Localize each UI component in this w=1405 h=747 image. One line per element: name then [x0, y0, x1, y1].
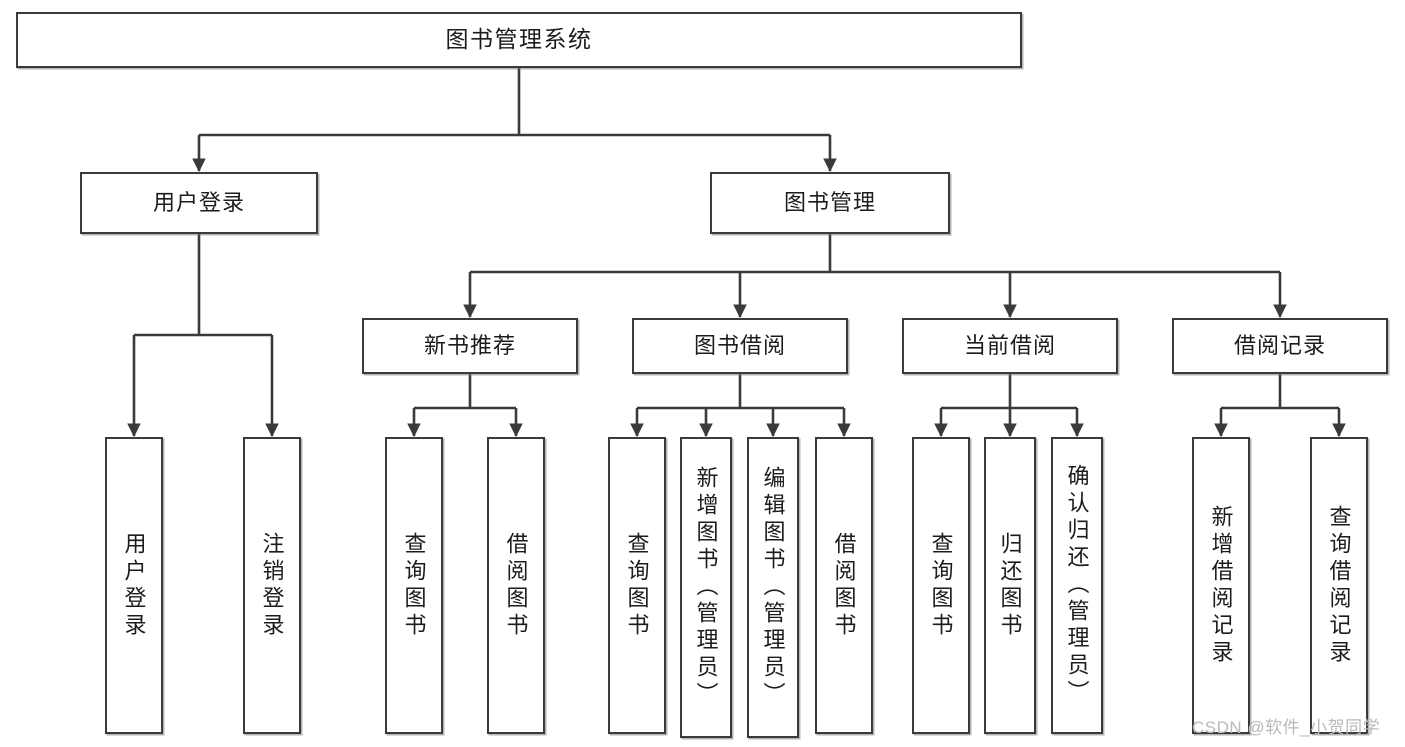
node-leaf-add-book-admin-label: 新增图书（管理员）	[693, 466, 719, 709]
watermark: CSDN @软件_小贺同学	[1192, 718, 1381, 737]
node-leaf-return-book[interactable]: 归还图书	[984, 437, 1036, 734]
node-book-manage[interactable]: 图书管理	[710, 172, 950, 234]
node-user-login-label: 用户登录	[152, 189, 245, 215]
node-leaf-add-book-admin[interactable]: 新增图书（管理员）	[680, 437, 732, 738]
node-new-book-recommend[interactable]: 新书推荐	[362, 318, 578, 374]
node-leaf-confirm-return-admin-label: 确认归还（管理员）	[1064, 464, 1090, 707]
node-leaf-query-book-3-label: 查询图书	[928, 531, 954, 640]
node-book-borrow[interactable]: 图书借阅	[632, 318, 848, 374]
node-current-borrow-label: 当前借阅	[963, 332, 1056, 358]
node-leaf-add-record[interactable]: 新增借阅记录	[1192, 437, 1250, 734]
node-leaf-query-book-3[interactable]: 查询图书	[912, 437, 970, 734]
node-book-borrow-label: 图书借阅	[693, 332, 786, 358]
node-leaf-query-book-2[interactable]: 查询图书	[608, 437, 666, 734]
node-book-manage-label: 图书管理	[783, 189, 876, 215]
node-borrow-record[interactable]: 借阅记录	[1172, 318, 1388, 374]
node-leaf-query-record[interactable]: 查询借阅记录	[1310, 437, 1368, 734]
node-leaf-confirm-return-admin[interactable]: 确认归还（管理员）	[1051, 437, 1103, 734]
node-root-label: 图书管理系统	[445, 26, 593, 53]
node-leaf-user-login-label: 用户登录	[121, 531, 147, 640]
node-leaf-add-record-label: 新增借阅记录	[1208, 504, 1234, 667]
node-leaf-edit-book-admin[interactable]: 编辑图书（管理员）	[747, 437, 799, 738]
node-borrow-record-label: 借阅记录	[1233, 332, 1326, 358]
node-leaf-query-record-label: 查询借阅记录	[1326, 504, 1352, 667]
node-leaf-logout-label: 注销登录	[259, 531, 285, 640]
node-current-borrow[interactable]: 当前借阅	[902, 318, 1118, 374]
node-leaf-borrow-book-1[interactable]: 借阅图书	[487, 437, 545, 734]
node-leaf-borrow-book-2[interactable]: 借阅图书	[815, 437, 873, 734]
node-leaf-edit-book-admin-label: 编辑图书（管理员）	[760, 466, 786, 709]
node-leaf-logout[interactable]: 注销登录	[243, 437, 301, 734]
node-user-login[interactable]: 用户登录	[80, 172, 318, 234]
node-leaf-query-book-1[interactable]: 查询图书	[385, 437, 443, 734]
node-new-book-recommend-label: 新书推荐	[423, 332, 516, 358]
node-leaf-borrow-book-2-label: 借阅图书	[831, 531, 857, 640]
node-root[interactable]: 图书管理系统	[16, 12, 1022, 68]
node-leaf-borrow-book-1-label: 借阅图书	[503, 531, 529, 640]
node-leaf-user-login[interactable]: 用户登录	[105, 437, 163, 734]
node-leaf-query-book-1-label: 查询图书	[401, 531, 427, 640]
node-leaf-return-book-label: 归还图书	[997, 531, 1023, 640]
node-leaf-query-book-2-label: 查询图书	[624, 531, 650, 640]
